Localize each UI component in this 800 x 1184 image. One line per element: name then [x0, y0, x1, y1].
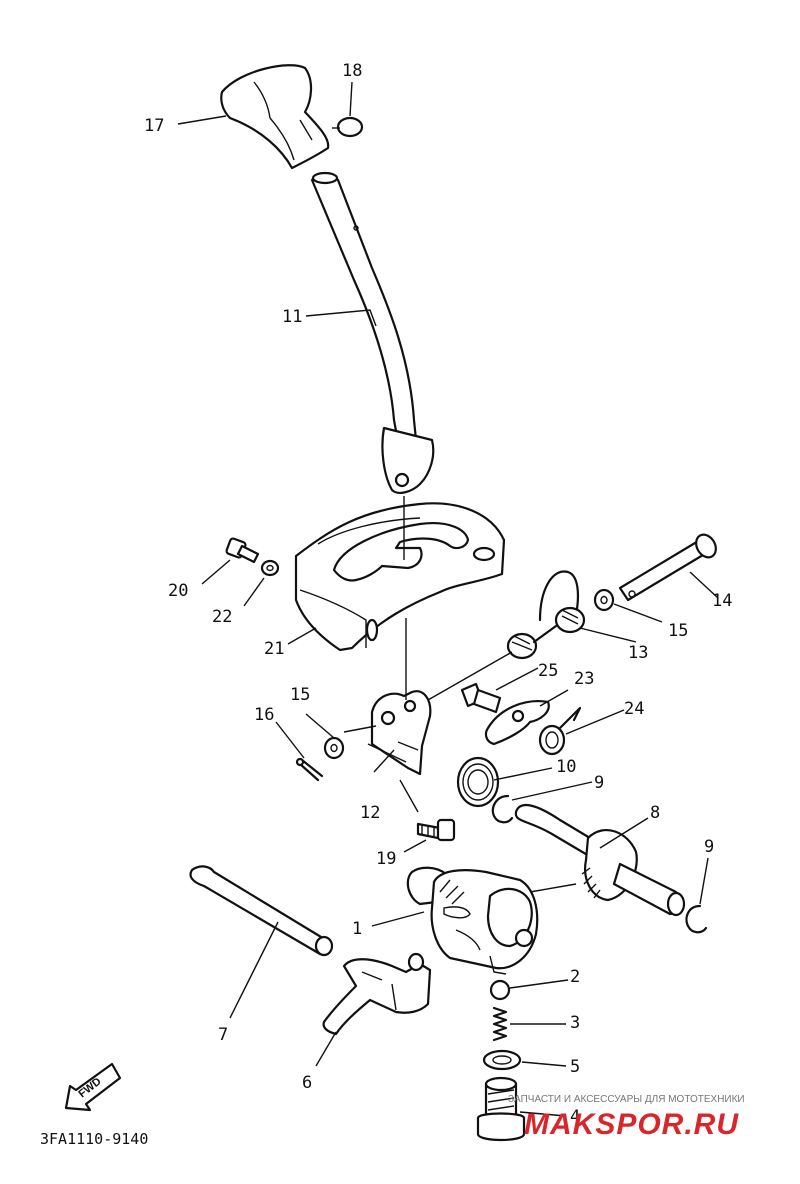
label-11: 11: [282, 307, 302, 327]
label-17: 17: [144, 116, 164, 136]
lever-holder: [367, 690, 432, 776]
watermark-brand: MAKSPOR.RU: [524, 1108, 739, 1141]
label-21: 21: [264, 639, 284, 659]
shift-gate-bracket: [294, 502, 506, 652]
holder-washer: [323, 736, 345, 760]
pivot-pin: [618, 533, 717, 602]
fork-guide-bar: [189, 865, 334, 957]
circlip-upper: [491, 794, 514, 824]
label-23: 23: [574, 669, 594, 689]
label-19: 19: [376, 849, 396, 869]
label-2: 2: [570, 967, 580, 987]
label-24: 24: [624, 699, 644, 719]
label-18: 18: [342, 61, 362, 81]
cotter-pin: [295, 757, 324, 782]
label-15-right: 15: [668, 621, 688, 641]
oil-seal: [456, 756, 500, 808]
shift-fork: [322, 952, 432, 1036]
label-1: 1: [352, 919, 362, 939]
stopper-lever: [484, 700, 550, 746]
label-12: 12: [360, 803, 380, 823]
detent-plug: [476, 1076, 526, 1142]
diagram-code: 3FA1110-9140: [40, 1130, 148, 1148]
label-13: 13: [628, 643, 648, 663]
return-spring: [506, 570, 586, 660]
label-4: 4: [570, 1107, 580, 1127]
label-22: 22: [212, 607, 232, 627]
holder-bolt: [416, 818, 456, 842]
label-16: 16: [254, 705, 274, 725]
label-9-upper: 9: [594, 773, 604, 793]
stopper-bolt: [460, 682, 502, 714]
detent-spring: [492, 1006, 508, 1042]
shift-shaft: [514, 803, 686, 917]
label-8: 8: [650, 803, 660, 823]
circlip-lower: [685, 904, 708, 934]
watermark-tagline: ЗАПЧАСТИ И АКСЕССУАРЫ ДЛЯ МОТОТЕХНИКИ: [508, 1094, 745, 1105]
gate-washer: [260, 559, 280, 577]
shift-lever: [310, 171, 435, 494]
label-20: 20: [168, 581, 188, 601]
label-10: 10: [556, 757, 576, 777]
label-9-lower: 9: [704, 837, 714, 857]
plug-gasket: [482, 1049, 522, 1071]
label-3: 3: [570, 1013, 580, 1033]
label-6: 6: [302, 1073, 312, 1093]
label-7: 7: [218, 1025, 228, 1045]
shift-drum: [406, 866, 539, 975]
detent-ball: [489, 979, 511, 1001]
stopper-spring: [538, 706, 582, 756]
knob-button: [332, 116, 364, 138]
label-15-left: 15: [290, 685, 310, 705]
fwd-arrow-icon: FWD: [64, 1062, 122, 1112]
pin-washer: [593, 588, 615, 612]
gate-bolt: [225, 537, 260, 564]
label-5: 5: [570, 1057, 580, 1077]
label-14: 14: [712, 591, 732, 611]
watermark: ЗАПЧАСТИ И АКСЕССУАРЫ ДЛЯ МОТОТЕХНИКИ MA…: [508, 1094, 745, 1141]
part-labels: 17 18 11 20 22 21 14 15 13 25 23 24 15 1…: [144, 61, 732, 1127]
label-25: 25: [538, 661, 558, 681]
leader-lines: [177, 81, 719, 1117]
shift-knob: [220, 64, 330, 170]
